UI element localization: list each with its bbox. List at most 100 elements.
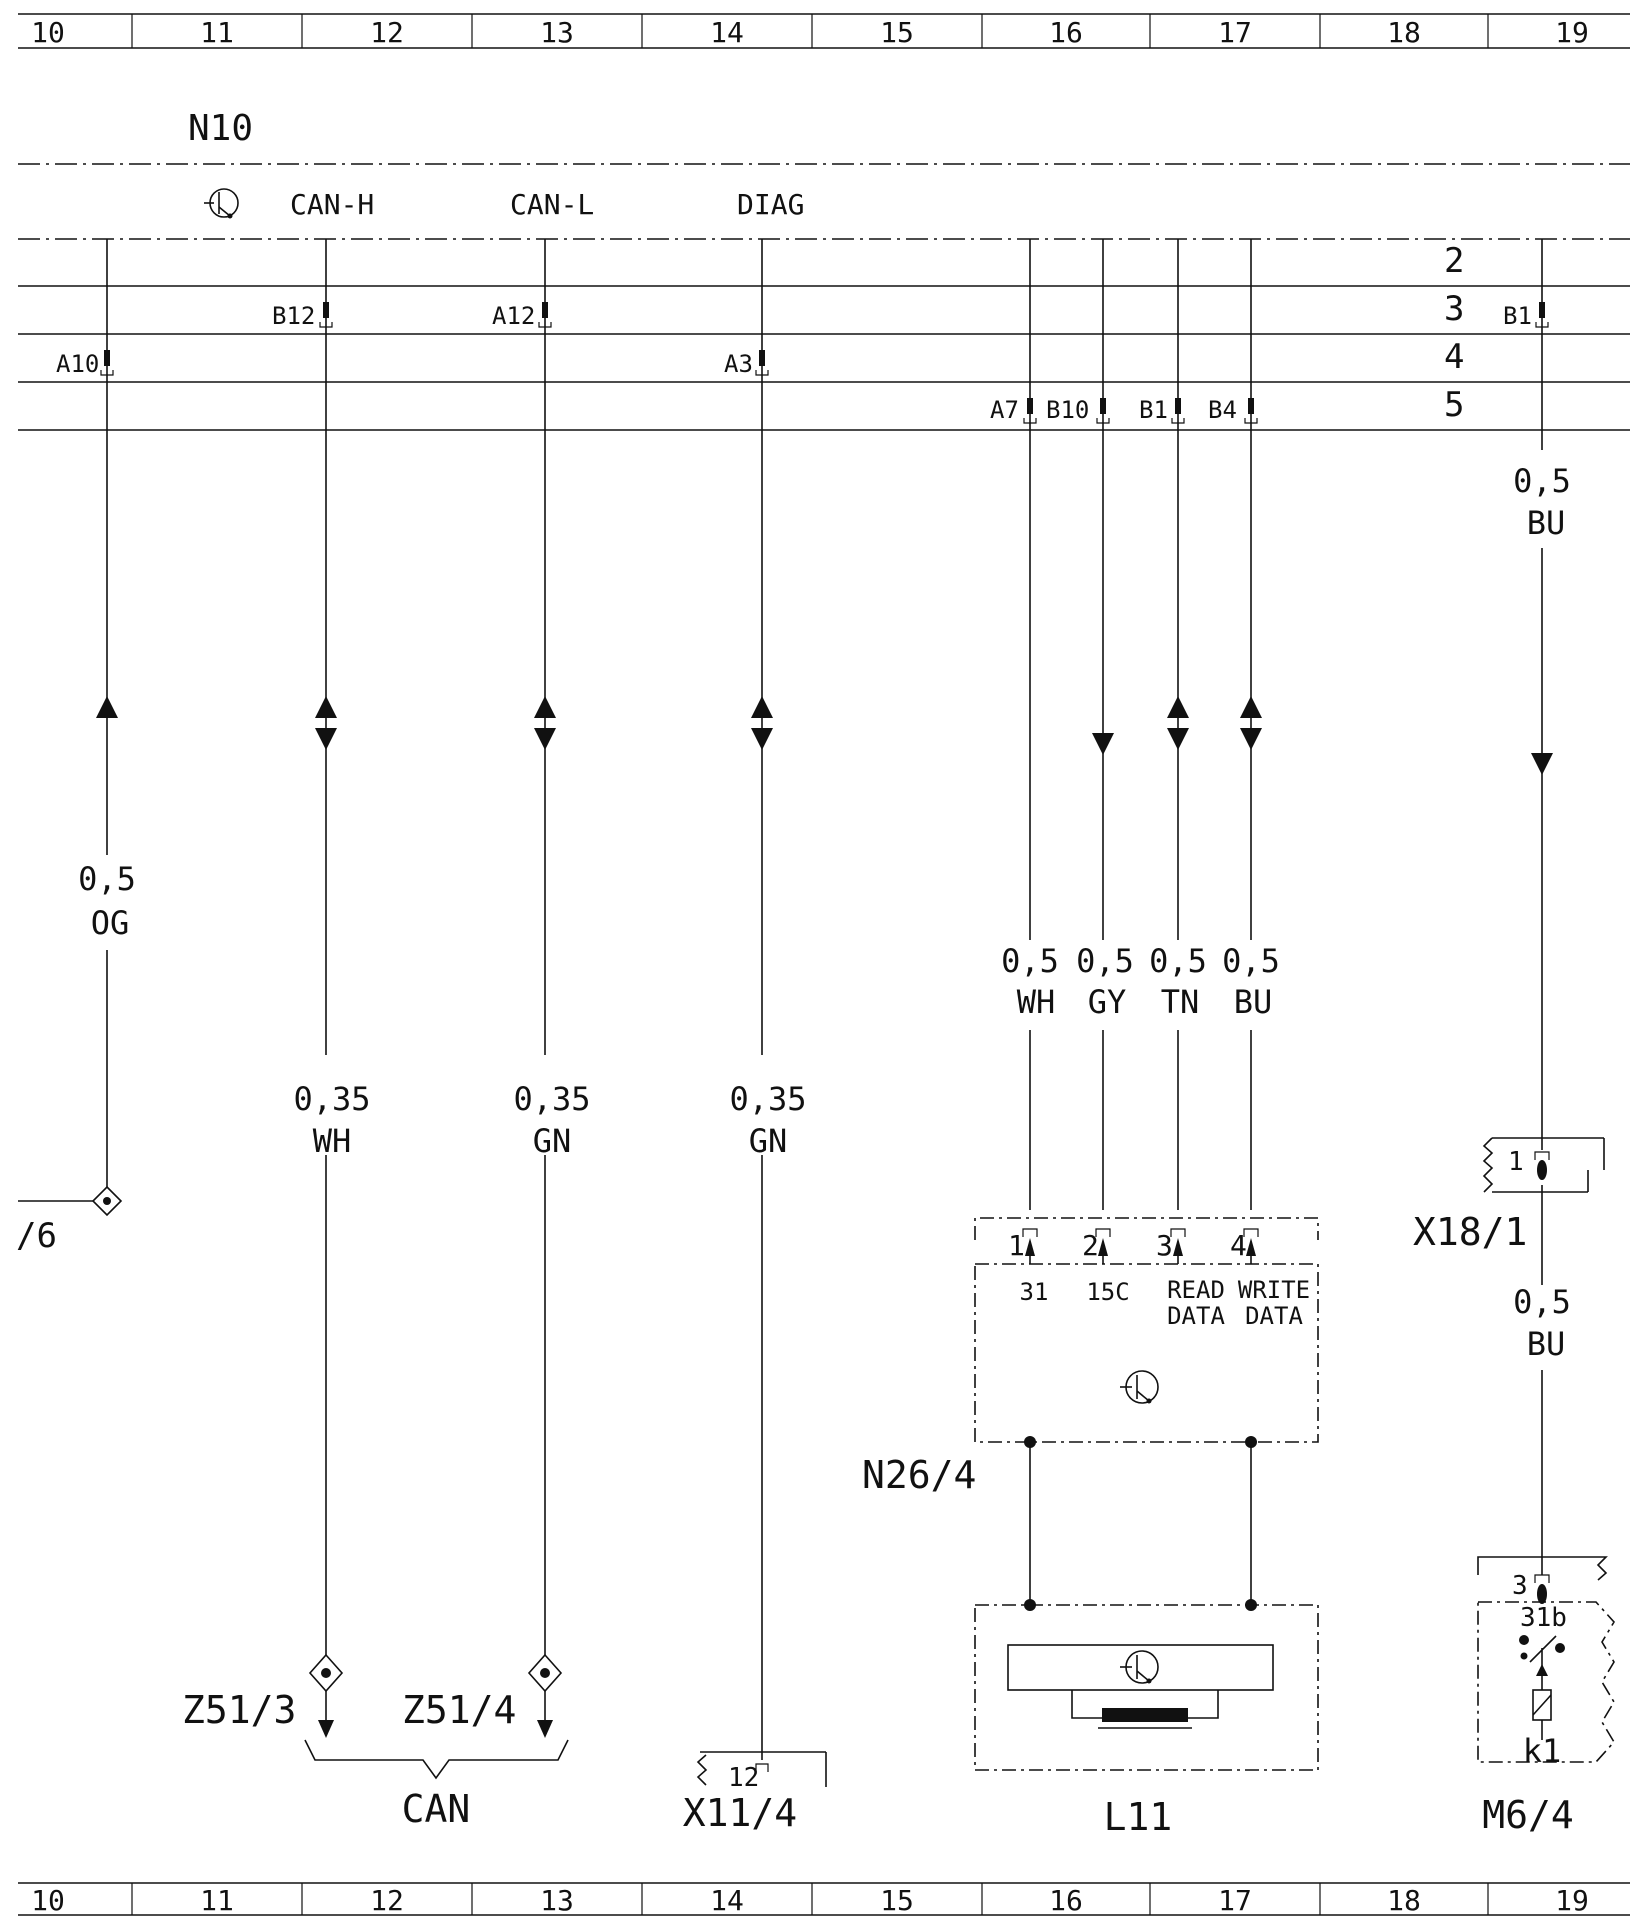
col-label: 12 (370, 16, 404, 49)
col-label: 15 (880, 16, 914, 49)
rail-label: 2 (1444, 241, 1464, 281)
connector-x11-4: 12 X11/4 (683, 1751, 827, 1835)
wire-color: TN (1161, 983, 1200, 1021)
module-label: N10 (188, 108, 253, 149)
module-n26-4: 1 2 3 4 31 15C READ DATA WRITE DATA N26/… (862, 1217, 1319, 1497)
splice-z51-3: Z51/3 (182, 1653, 344, 1738)
pin-label: B1 (1139, 396, 1168, 424)
wire-color: BU (1527, 1325, 1566, 1363)
pin-function: READ (1167, 1276, 1225, 1304)
pin-label: 3 (1156, 1229, 1173, 1262)
antenna-l11: L11 (974, 1599, 1319, 1839)
pin-function: WRITE (1238, 1276, 1310, 1304)
rail-label: 4 (1444, 337, 1464, 377)
pin-label: B10 (1046, 396, 1089, 424)
component-label: M6/4 (1482, 1793, 1574, 1837)
component-label: N26/4 (862, 1453, 976, 1497)
pin-label: 1 (1008, 1229, 1025, 1262)
splice-left: /6 (16, 1185, 123, 1256)
wire-color: WH (313, 1122, 352, 1160)
bus-label: CAN (402, 1787, 471, 1831)
col-label: 10 (31, 1884, 65, 1917)
col-label: 11 (200, 16, 234, 49)
col-label: 13 (540, 16, 574, 49)
ref-label: /6 (16, 1216, 57, 1256)
pin-function: DATA (1167, 1302, 1225, 1330)
col-label: 17 (1218, 1884, 1252, 1917)
wire-color: GN (749, 1122, 788, 1160)
component-label: X11/4 (683, 1791, 797, 1835)
wire-color: OG (91, 904, 130, 942)
col-label: 13 (540, 1884, 574, 1917)
wire-color: GY (1088, 983, 1127, 1021)
component-label: Z51/3 (182, 1688, 296, 1732)
pin-label: 1 (1508, 1147, 1524, 1177)
pin-function: DATA (1245, 1302, 1303, 1330)
col-label: 16 (1049, 16, 1083, 49)
col-label: 19 (1555, 1884, 1589, 1917)
wire-color: WH (1017, 983, 1056, 1021)
wire-size: 0,5 (1222, 942, 1280, 980)
can-bracket: CAN (304, 1739, 569, 1831)
electronic-component-icon (204, 188, 239, 219)
component-label: Z51/4 (402, 1688, 516, 1732)
col-label: 14 (710, 1884, 744, 1917)
col-label: 18 (1387, 16, 1421, 49)
signal-can-h: CAN-H (290, 188, 374, 221)
col-label: 16 (1049, 1884, 1083, 1917)
rail-label: 3 (1444, 289, 1464, 329)
pin-label: A10 (56, 350, 99, 378)
wire-labels: 0,5 OG 0,35 WH 0,35 GN 0,35 GN 0,5 WH 0,… (78, 462, 1571, 1363)
pin-label: B12 (272, 302, 315, 330)
col-label: 14 (710, 16, 744, 49)
pin-label: 12 (728, 1763, 759, 1793)
wire-color: BU (1527, 504, 1566, 542)
col-label: 19 (1555, 16, 1589, 49)
connector-rails: 2 3 4 5 (18, 241, 1630, 431)
column-ruler-bottom: 10 11 12 13 14 15 16 17 18 19 (18, 1882, 1630, 1917)
pin-markers: A10 B12 A12 A3 A7 B10 B1 B4 B1 (56, 302, 1549, 424)
col-label: 10 (31, 16, 65, 49)
col-label: 18 (1387, 1884, 1421, 1917)
component-label: L11 (1104, 1795, 1173, 1839)
wire-size: 0,5 (1076, 942, 1134, 980)
pin-label: A12 (492, 302, 535, 330)
electronic-component-icon (1120, 1370, 1159, 1404)
pin-label: 3 (1512, 1571, 1528, 1601)
col-label: 11 (200, 1884, 234, 1917)
wire-size: 0,5 (78, 860, 136, 898)
pin-label: B4 (1208, 396, 1237, 424)
signal-direction-arrows (96, 696, 1553, 775)
wire-color: GN (533, 1122, 572, 1160)
wire-size: 0,5 (1513, 1283, 1571, 1321)
wire-size: 0,35 (729, 1080, 806, 1118)
wire-size: 0,35 (513, 1080, 590, 1118)
wire-size: 0,5 (1001, 942, 1059, 980)
pin-label: 4 (1230, 1229, 1247, 1262)
pin-label: B1 (1503, 302, 1532, 330)
wires (106, 239, 1543, 1760)
connector-x18-1: 1 X18/1 (1413, 1137, 1605, 1254)
signal-diag: DIAG (737, 188, 804, 221)
col-label: 17 (1218, 16, 1252, 49)
col-label: 12 (370, 1884, 404, 1917)
electronic-component-icon (1120, 1650, 1159, 1684)
wire-size: 0,5 (1513, 462, 1571, 500)
motor-m6-4: 3 31b k1 M6/4 (1477, 1556, 1615, 1837)
relay-label: k1 (1523, 1732, 1562, 1770)
wire-size: 0,5 (1149, 942, 1207, 980)
wire-color: BU (1234, 983, 1273, 1021)
pin-label: A3 (724, 350, 753, 378)
rail-label: 5 (1444, 385, 1464, 425)
splice-z51-4: Z51/4 (402, 1653, 563, 1738)
component-label: X18/1 (1413, 1210, 1527, 1254)
signal-can-l: CAN-L (510, 188, 594, 221)
pin-function: 15C (1086, 1278, 1129, 1306)
col-label: 15 (880, 1884, 914, 1917)
pin-function: 31 (1020, 1278, 1049, 1306)
terminal-label: 31b (1520, 1603, 1567, 1633)
pin-label: 2 (1082, 1229, 1099, 1262)
pin-label: A7 (990, 396, 1019, 424)
wire-size: 0,35 (293, 1080, 370, 1118)
